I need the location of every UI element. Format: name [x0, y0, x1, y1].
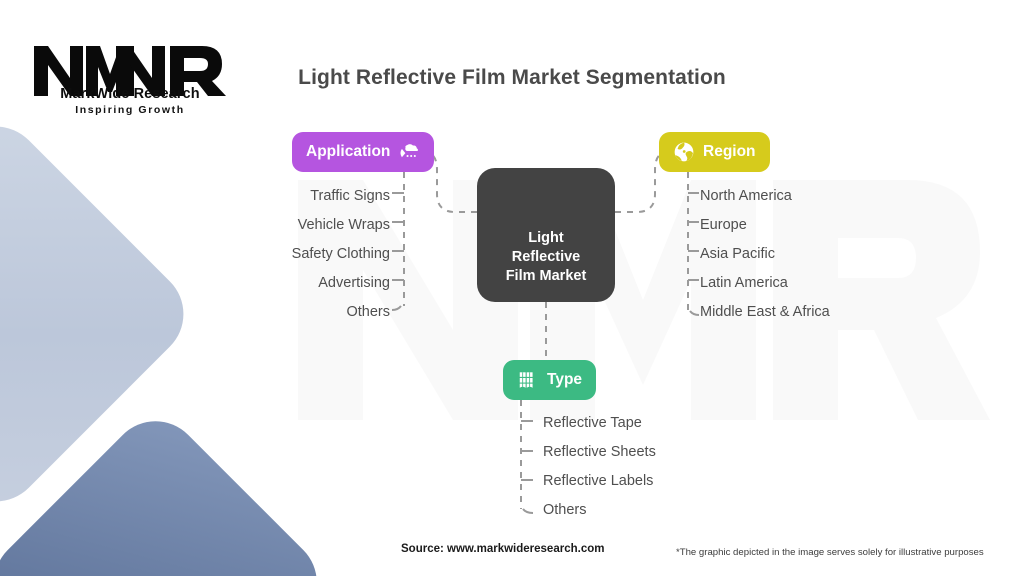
source-label: Source: www.markwideresearch.com: [401, 543, 605, 555]
branch-items-region: North America Europe Asia Pacific Latin …: [700, 182, 830, 327]
center-node: Light Reflective Film Market: [477, 168, 615, 302]
list-item: Others: [543, 502, 587, 518]
branch-items-type: Reflective Tape Reflective Sheets Reflec…: [543, 409, 656, 525]
list-item: North America: [700, 188, 792, 204]
branch-badge-application[interactable]: Application: [292, 132, 435, 172]
list-item: Vehicle Wraps: [297, 217, 390, 233]
list-item: Others: [346, 304, 390, 320]
list-item: Traffic Signs: [310, 188, 390, 204]
list-item: Advertising: [318, 275, 390, 291]
branch-badge-region[interactable]: Region: [659, 132, 770, 172]
center-node-line-1: Light: [528, 229, 564, 246]
list-item: Latin America: [700, 275, 788, 291]
branch-label-type: Type: [547, 371, 583, 388]
disclaimer-label: *The graphic depicted in the image serve…: [676, 547, 984, 558]
logo-tagline: Inspiring Growth: [75, 104, 185, 116]
page-title: Light Reflective Film Market Segmentatio…: [298, 66, 726, 89]
grid-panel-icon: [517, 369, 539, 391]
list-item: Reflective Tape: [543, 415, 642, 431]
branch-badge-type[interactable]: Type: [503, 360, 597, 400]
center-node-line-2: Reflective: [511, 248, 581, 265]
list-item: Europe: [700, 217, 747, 233]
list-item: Reflective Labels: [543, 473, 654, 489]
logo-company-name: MarkWide Research: [60, 86, 200, 102]
list-item: Safety Clothing: [291, 246, 390, 262]
branch-label-region: Region: [703, 143, 756, 160]
center-node-label: Light Reflective Film Market: [506, 229, 587, 286]
logo-mark: [34, 46, 226, 96]
list-item: Asia Pacific: [700, 246, 775, 262]
center-node-line-3: Film Market: [505, 267, 587, 284]
list-item: Middle East & Africa: [700, 304, 830, 320]
list-item: Reflective Sheets: [543, 444, 656, 460]
globe-icon: [673, 141, 695, 163]
branch-items-application: Traffic Signs Vehicle Wraps Safety Cloth…: [0, 182, 400, 327]
branch-label-application: Application: [306, 143, 391, 160]
cloud-rain-icon: [398, 142, 420, 162]
